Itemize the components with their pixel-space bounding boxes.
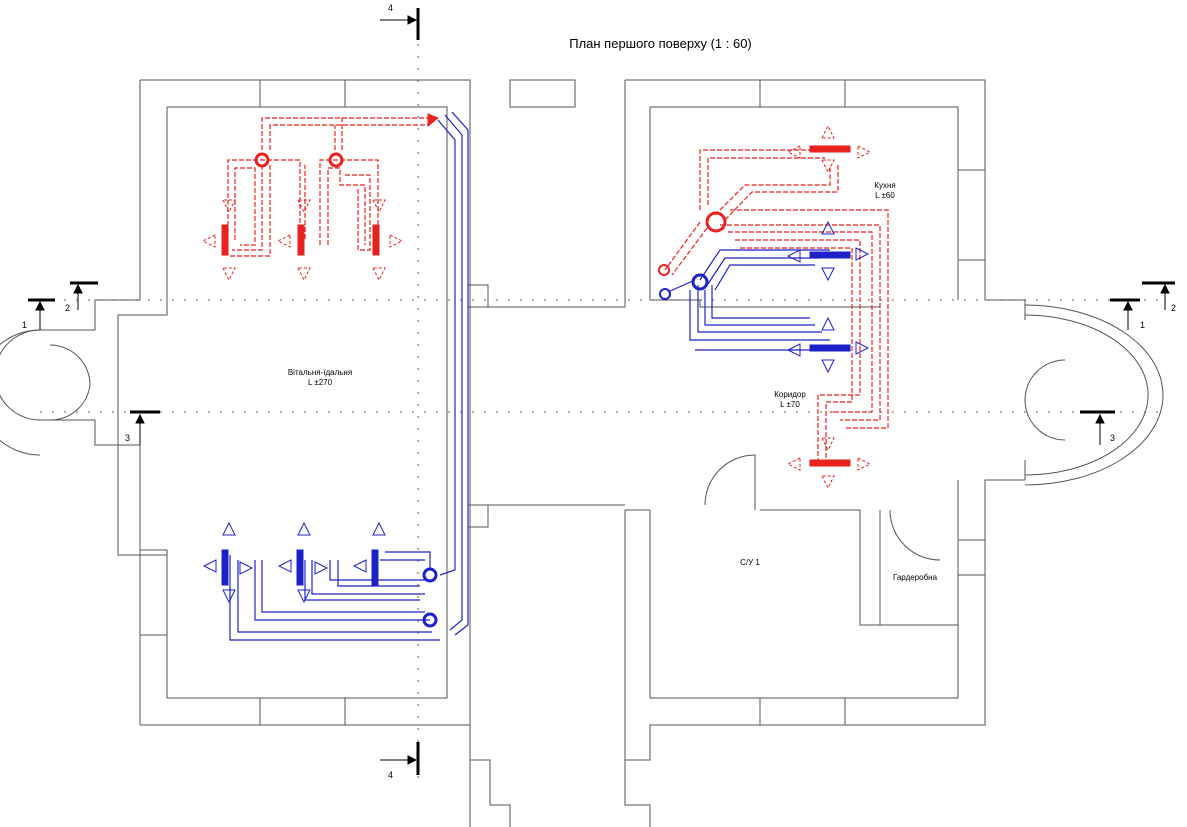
heating-return-pipes	[229, 111, 835, 641]
room-corridor-name: Коридор	[774, 390, 806, 399]
section-label-right-3: 3	[1110, 433, 1116, 443]
room-wardrobe-name: Гардеробна	[892, 573, 938, 582]
room-kitchen-name: Кухня	[874, 181, 896, 190]
heating-supply-fittings	[221, 113, 851, 467]
section-markers	[28, 8, 1175, 775]
room-kitchen-level: L ±60	[875, 191, 895, 200]
room-wc-label: С/У 1	[725, 558, 775, 568]
supply-air-triangles	[201, 124, 872, 490]
section-label-left-2: 2	[65, 303, 71, 313]
section-label-top-4: 4	[388, 3, 394, 13]
room-corridor-level: L ±70	[780, 400, 800, 409]
room-wc-name: С/У 1	[740, 558, 760, 567]
room-living-label: Вітальня-їдальня L ±270	[270, 368, 370, 388]
return-air-triangles	[202, 220, 870, 604]
axis-lines	[40, 20, 1160, 780]
room-corridor-label: Коридор L ±70	[760, 390, 820, 410]
heating-supply-pipes	[227, 117, 889, 465]
room-kitchen-label: Кухня L ±60	[850, 181, 920, 201]
section-label-left-3: 3	[125, 433, 131, 443]
section-label-left-1: 1	[22, 320, 28, 330]
section-label-bottom-4: 4	[388, 770, 394, 780]
section-label-right-1: 1	[1140, 320, 1146, 330]
plan-title: План першого поверху (1 : 60)	[569, 36, 752, 51]
room-wardrobe-label: Гардеробна	[880, 573, 950, 583]
section-label-right-2: 2	[1171, 303, 1177, 313]
heating-return-fittings	[221, 251, 851, 628]
room-living-level: L ±270	[307, 378, 333, 387]
building-walls	[0, 79, 1164, 827]
room-living-name: Вітальня-їдальня	[287, 368, 353, 377]
